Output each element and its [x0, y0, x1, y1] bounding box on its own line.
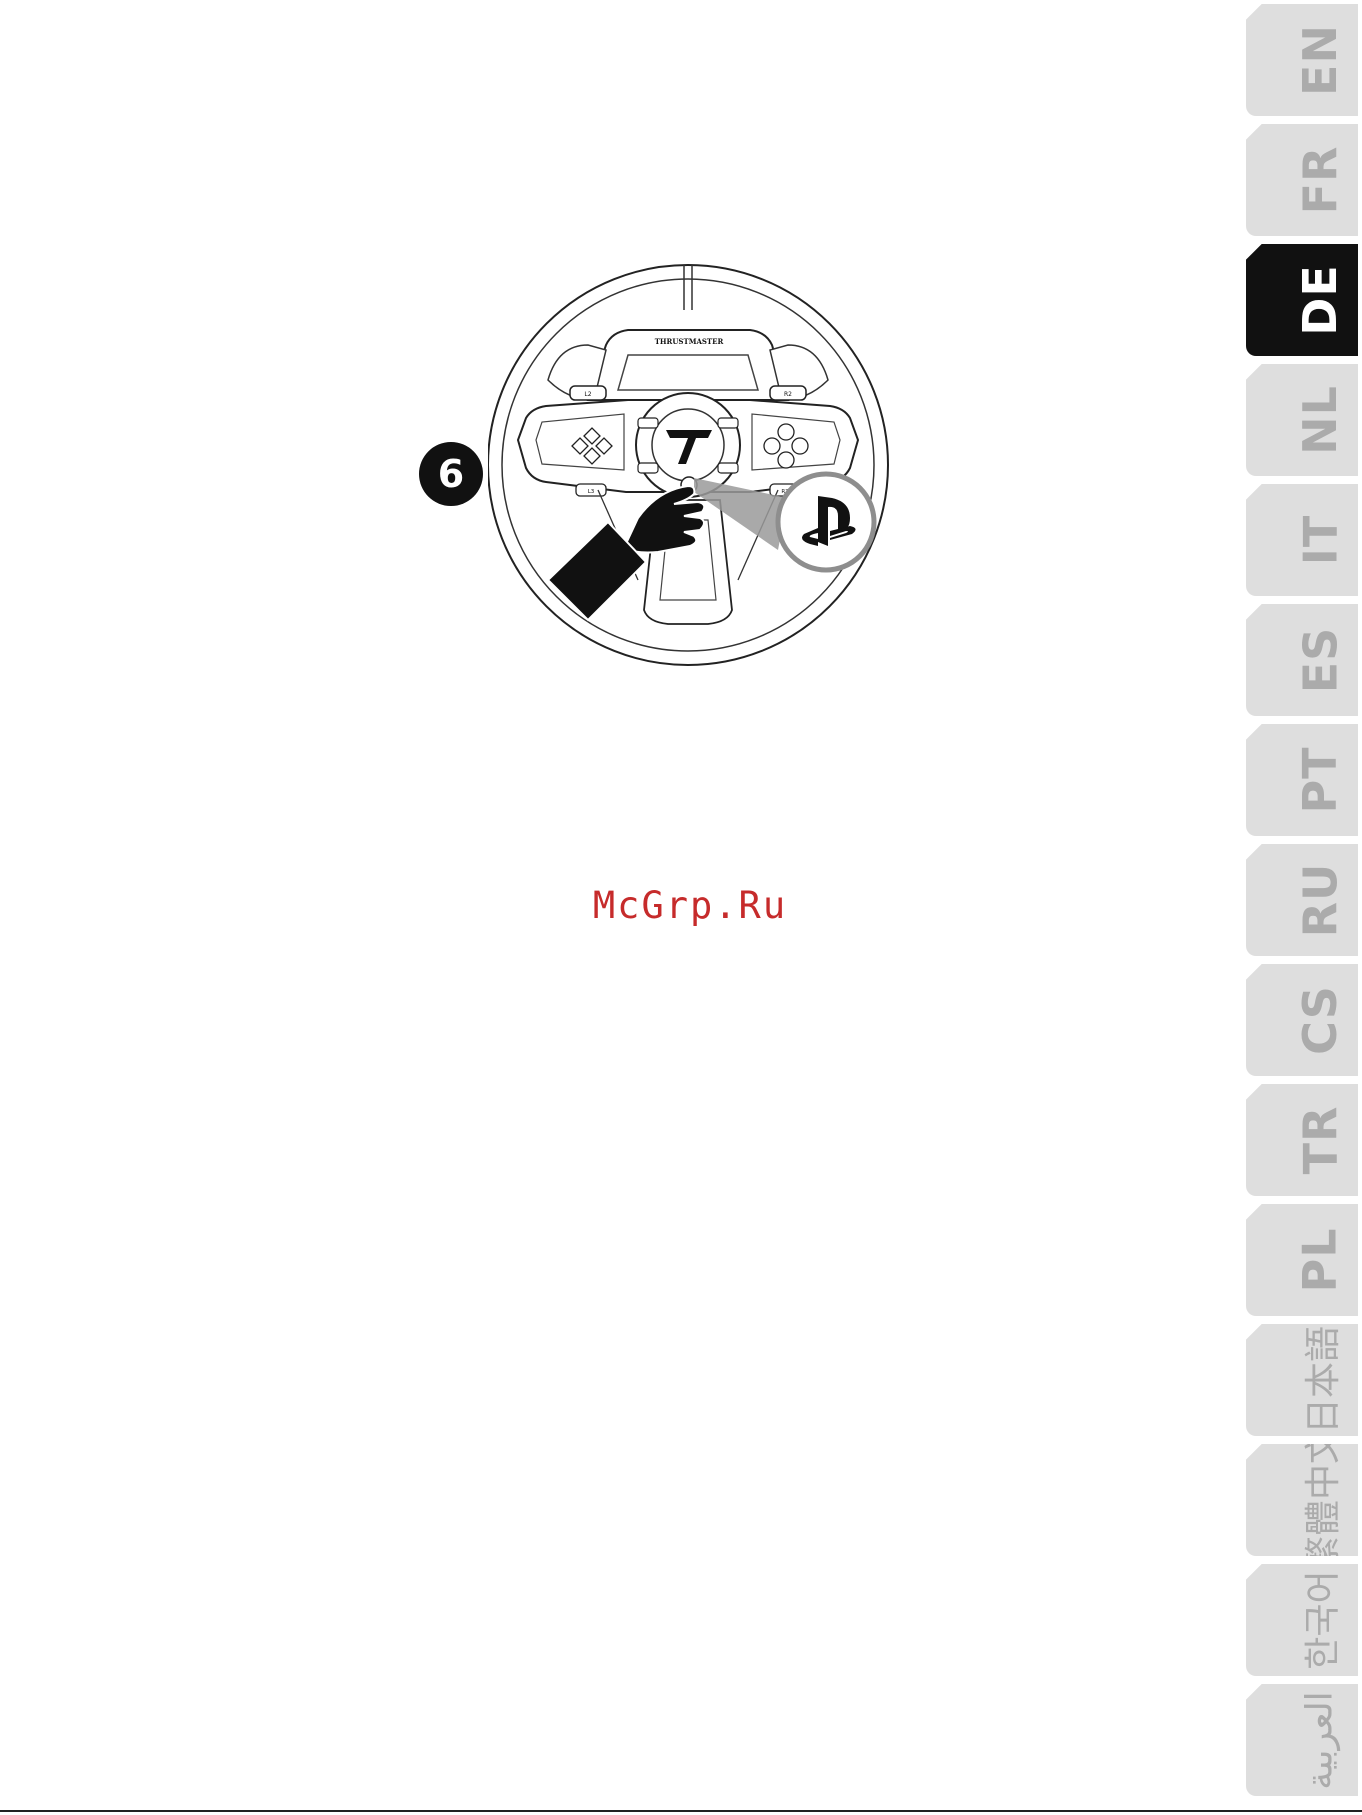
language-tab-de[interactable]: DE: [1246, 244, 1358, 356]
language-tab-label: DE: [1293, 264, 1347, 336]
language-tab-cs[interactable]: CS: [1246, 964, 1358, 1076]
language-tab-label: FR: [1293, 146, 1347, 215]
language-tab-label: PL: [1293, 1227, 1347, 1292]
language-tab-es[interactable]: ES: [1246, 604, 1358, 716]
language-tab-ko[interactable]: 한국어: [1246, 1564, 1358, 1676]
language-tab-fr[interactable]: FR: [1246, 124, 1358, 236]
language-tab-label: CS: [1293, 985, 1347, 1055]
language-tab-label: NL: [1293, 385, 1347, 455]
svg-text:L2: L2: [584, 391, 591, 398]
language-tab-label: PT: [1293, 746, 1347, 813]
language-tab-pt[interactable]: PT: [1246, 724, 1358, 836]
language-tab-en[interactable]: EN: [1246, 4, 1358, 116]
language-tab-ja[interactable]: 日本語: [1246, 1324, 1358, 1436]
svg-text:L3: L3: [588, 489, 595, 495]
svg-text:R2: R2: [784, 391, 792, 398]
language-tab-pl[interactable]: PL: [1246, 1204, 1358, 1316]
language-tab-label: 한국어: [1294, 1570, 1346, 1669]
watermark-text: McGrp.Ru: [560, 884, 820, 927]
step-number-badge: 6: [419, 442, 483, 506]
language-tab-label: العربية: [1299, 1691, 1340, 1789]
step-number: 6: [438, 452, 464, 496]
brand-label: THRUSTMASTER: [655, 337, 724, 346]
language-tab-nl[interactable]: NL: [1246, 364, 1358, 476]
language-tab-ru[interactable]: RU: [1246, 844, 1358, 956]
language-tab-label: IT: [1293, 515, 1347, 566]
language-tab-label: 日本語: [1294, 1326, 1346, 1434]
language-tabs: EN FR DE NL IT ES PT RU CS TR PL: [1246, 0, 1362, 1815]
language-tab-tr[interactable]: TR: [1246, 1084, 1358, 1196]
language-tab-label: TR: [1293, 1106, 1347, 1175]
language-tab-label: 繁體中文: [1294, 1428, 1346, 1572]
language-tab-label: EN: [1293, 24, 1347, 96]
language-tab-zh-tw[interactable]: 繁體中文: [1246, 1444, 1358, 1556]
language-tab-it[interactable]: IT: [1246, 484, 1358, 596]
language-tab-label: RU: [1293, 863, 1347, 938]
language-tab-label: ES: [1293, 627, 1347, 694]
bottom-rule: [0, 1810, 1362, 1812]
language-tab-ar[interactable]: العربية: [1246, 1684, 1358, 1796]
steering-wheel-illustration: THRUSTMASTER L2 R2 L3 R3: [488, 250, 928, 680]
